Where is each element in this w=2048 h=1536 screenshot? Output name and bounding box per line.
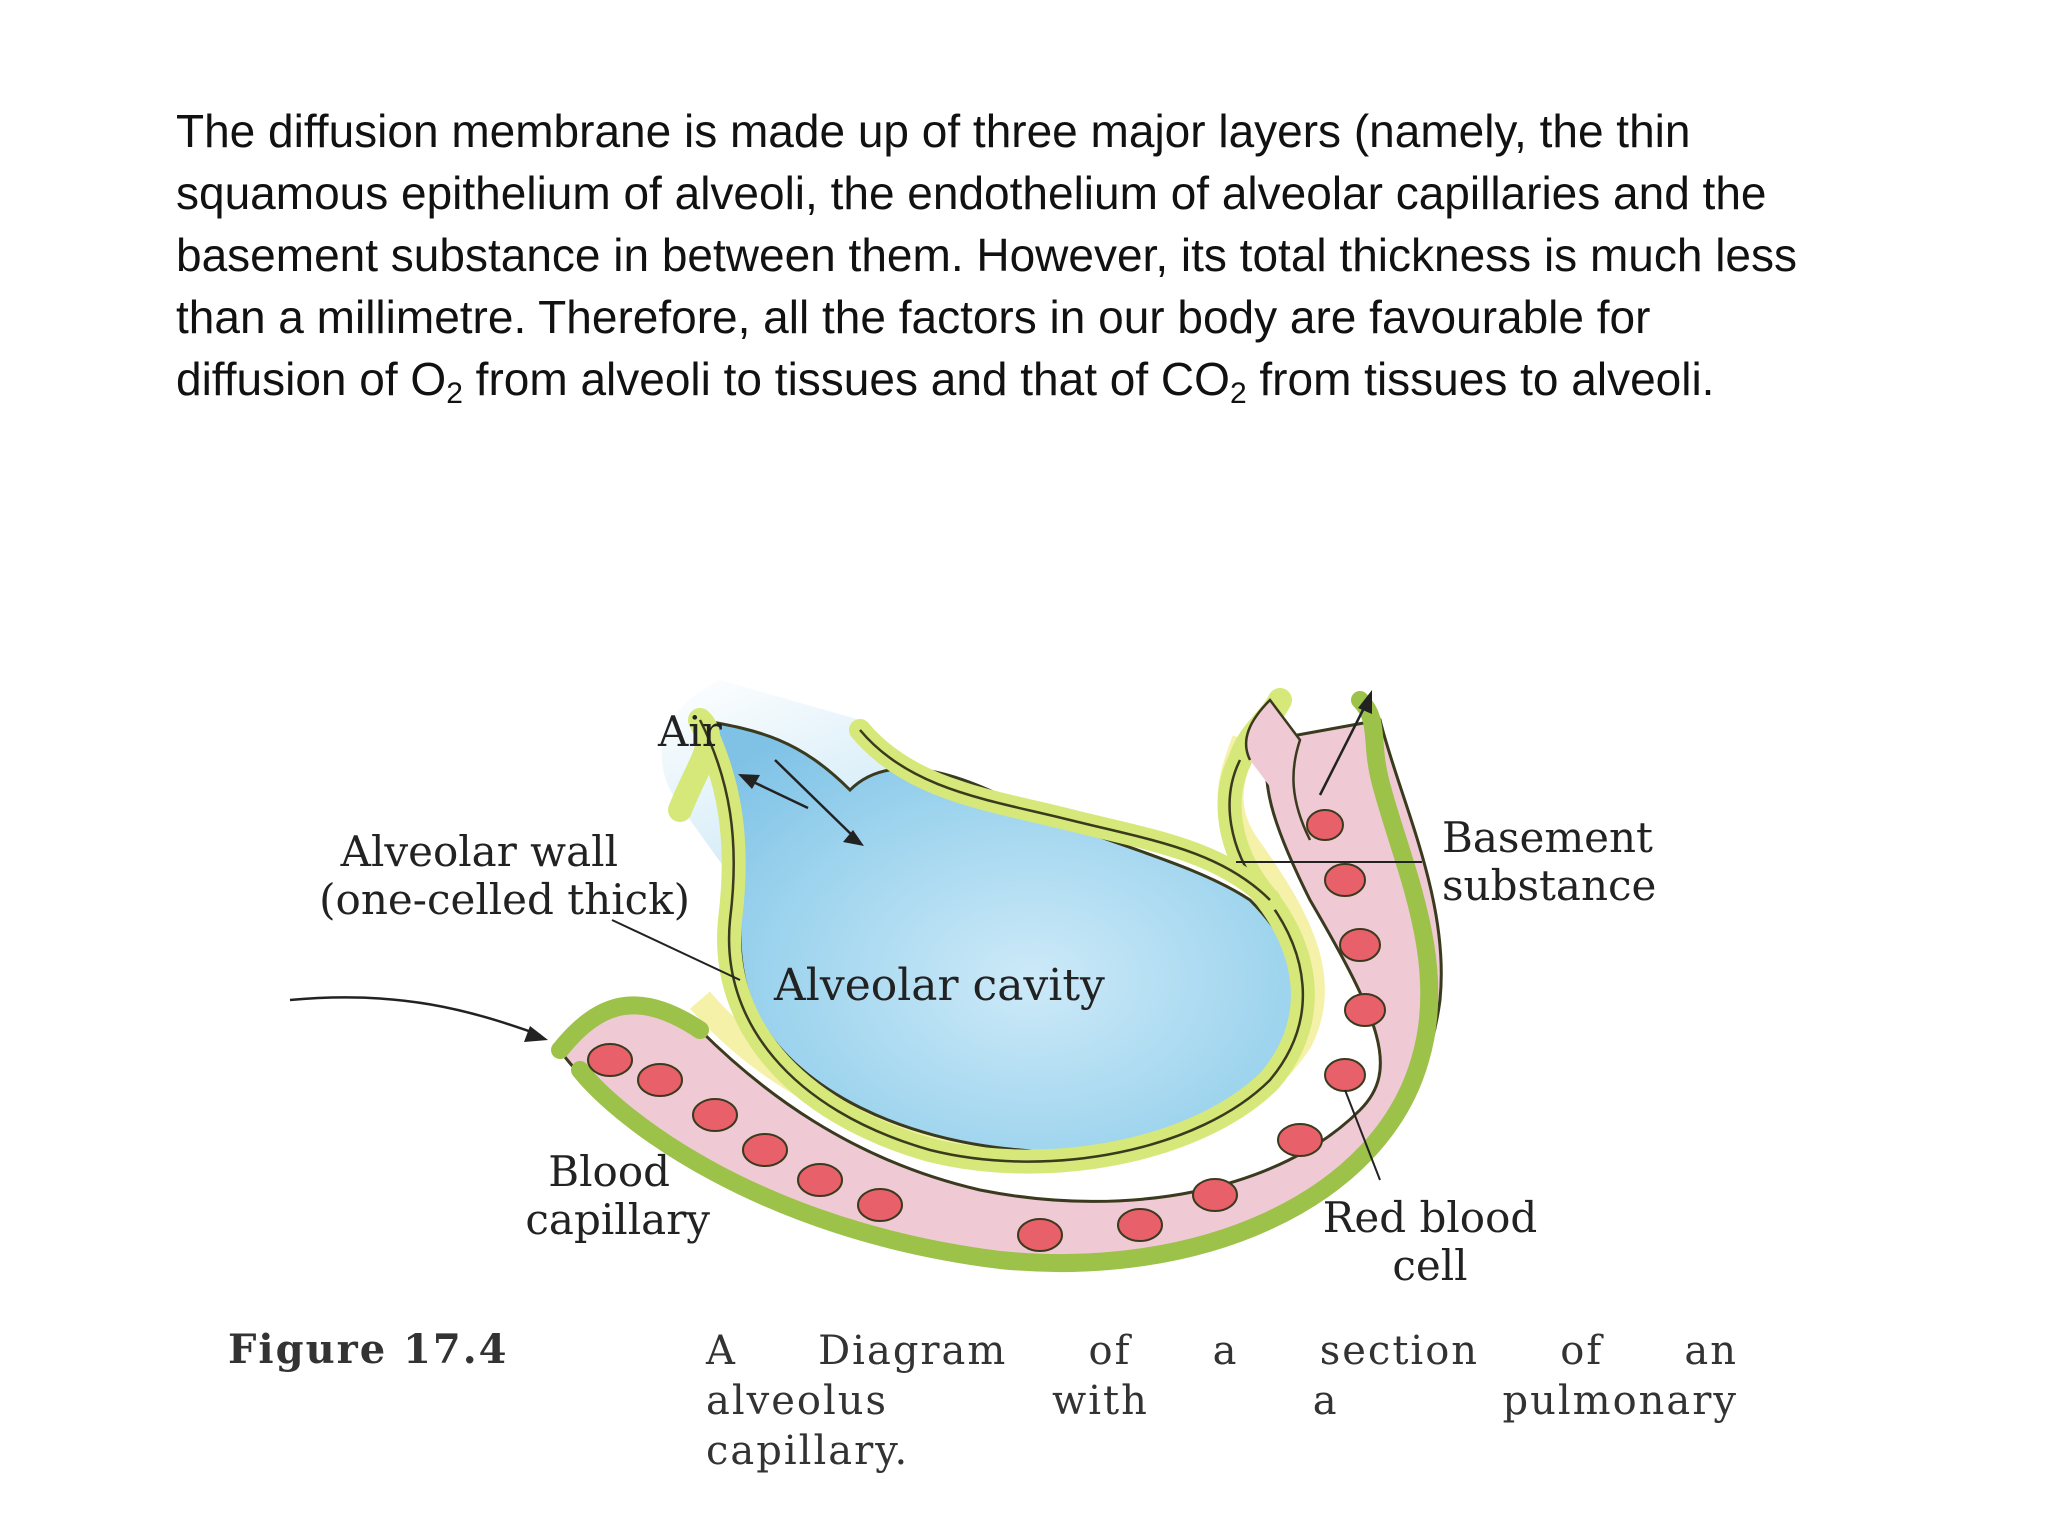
caption-word: section (1319, 1328, 1480, 1374)
alveolar-cavity (697, 718, 1306, 1154)
blood-in-arrow (289, 996, 541, 1037)
paragraph-line: than a millimetre. Therefore, all the fa… (176, 291, 1651, 343)
red-blood-cells (587, 809, 1386, 1252)
caption-word: of (1560, 1328, 1604, 1374)
label-basement-substance: Basement substance (1442, 814, 1656, 910)
caption-line: A Diagram of a section of an (706, 1326, 1738, 1376)
caption-line: capillary. (706, 1428, 910, 1474)
label-alveolar-wall: Alveolar wall (one-celled thick) (150, 828, 690, 924)
subscript: 2 (1229, 377, 1247, 410)
label-line: Basement (1442, 813, 1653, 862)
caption-word: Diagram (818, 1328, 1008, 1374)
caption-word: of (1088, 1328, 1132, 1374)
caption-line: alveolus with a pulmonary (706, 1376, 1738, 1426)
arrow-head (1358, 690, 1372, 714)
paragraph-line: The diffusion membrane is made up of thr… (176, 105, 1691, 157)
label-line: (one-celled thick) (319, 875, 690, 924)
label-line: substance (1442, 861, 1657, 910)
label-line: cell (1392, 1241, 1468, 1290)
label-line: Red blood (1322, 1193, 1538, 1242)
pointer-line (611, 919, 741, 981)
air-in-arrow (774, 759, 856, 839)
paragraph-line: basement substance in between them. Howe… (176, 229, 1798, 281)
label-red-blood-cell: Red blood cell (1280, 1194, 1580, 1290)
figure-number: Figure 17.4 (228, 1326, 509, 1373)
caption-word: A (706, 1328, 737, 1374)
blood-out-arrow (1318, 699, 1370, 796)
capillary-endothelium (551, 691, 1439, 1272)
paragraph-line: squamous epithelium of alveoli, the endo… (176, 167, 1767, 219)
text-run: from alveoli to tissues and that of CO (462, 353, 1230, 405)
caption-word: an (1684, 1328, 1738, 1374)
subscript: 2 (446, 377, 463, 410)
caption-word: a (1312, 1378, 1339, 1424)
pointer-line (1344, 1089, 1381, 1181)
label-air: Air (658, 707, 722, 756)
caption-word: a (1212, 1328, 1239, 1374)
caption-word: pulmonary (1502, 1378, 1738, 1424)
label-line: Blood (548, 1147, 670, 1196)
label-line: Alveolar wall (340, 827, 618, 876)
arrow-head (524, 1026, 548, 1042)
text-run: from tissues to alveoli. (1246, 353, 1715, 405)
label-alveolar-cavity: Alveolar cavity (774, 960, 1105, 1011)
air-out-arrow (744, 776, 809, 810)
arrow-head (843, 830, 864, 846)
body-paragraph: The diffusion membrane is made up of thr… (176, 100, 1896, 410)
paragraph-line: diffusion of O2 from alveoli to tissues … (176, 348, 1896, 410)
text-run: diffusion of O (176, 353, 447, 405)
caption-word: with (1051, 1378, 1149, 1424)
arrow-head (738, 774, 760, 789)
label-blood-capillary: Blood capillary (430, 1148, 710, 1244)
caption-word: alveolus (706, 1378, 889, 1424)
label-line: capillary (525, 1195, 710, 1244)
right-vessel (1244, 698, 1312, 841)
